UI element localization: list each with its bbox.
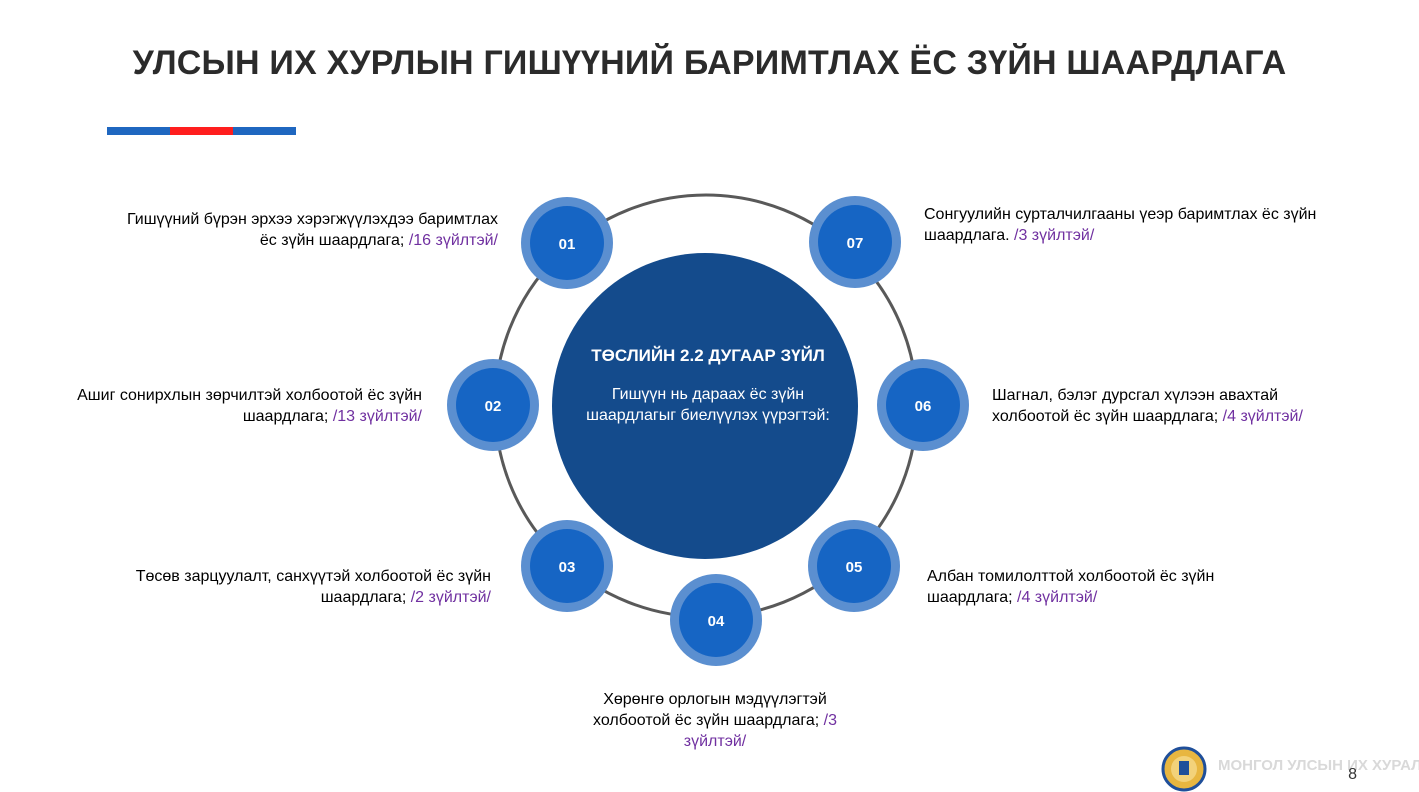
node-number-05: 05 <box>845 559 863 576</box>
slide-title: УЛСЫН ИХ ХУРЛЫН ГИШҮҮНИЙ БАРИМТЛАХ ЁС ЗҮ… <box>132 44 1287 82</box>
bar-segment-red <box>170 127 233 135</box>
center-circle <box>552 253 858 559</box>
law-count-03: /2 зүйлтэй/ <box>410 589 491 606</box>
node-01 <box>521 197 613 289</box>
node-04 <box>670 574 762 666</box>
node-06 <box>877 359 969 451</box>
law-count-04: /3 зүйлтэй/ <box>683 712 837 750</box>
footer-org-name: МОНГОЛ УЛСЫН ИХ ХУРАЛ <box>1218 757 1419 774</box>
title-underline-bar <box>107 127 296 135</box>
center-title: ТӨСЛИЙН 2.2 ДУГААР ЗҮЙЛ <box>591 346 825 365</box>
item-text-04: Хөрөнгө орлогын мэдүүлэгтэй холбоотой ёс… <box>593 691 837 750</box>
item-text-01: Гишүүний бүрэн эрхээ хэрэгжүүлэхдээ бари… <box>127 211 498 249</box>
node-03 <box>521 520 613 612</box>
state-emblem-icon <box>1161 746 1207 792</box>
bar-segment-blue-right <box>233 127 296 135</box>
item-text-02: Ашиг сонирхлын зөрчилтэй холбоотой ёс зү… <box>77 387 422 425</box>
node-number-01: 01 <box>558 236 576 253</box>
node-number-07: 07 <box>846 235 864 252</box>
node-number-06: 06 <box>914 398 932 415</box>
page-number: 8 <box>1348 766 1357 783</box>
law-count-07: /3 зүйлтэй/ <box>1014 227 1095 244</box>
node-number-04: 04 <box>707 613 725 630</box>
law-count-02: /13 зүйлтэй/ <box>332 408 422 425</box>
bar-segment-blue-left <box>107 127 170 135</box>
node-07 <box>809 196 901 288</box>
item-text-06: Шагнал, бэлэг дурсгал хүлээн авахтай хол… <box>992 387 1303 425</box>
center-text-block: ТӨСЛИЙН 2.2 ДУГААР ЗҮЙЛ Гишүүн нь дараах… <box>573 345 843 426</box>
law-count-06: /4 зүйлтэй/ <box>1222 408 1303 425</box>
item-text-05: Албан томилолттой холбоотой ёс зүйн шаар… <box>927 568 1215 606</box>
law-count-05: /4 зүйлтэй/ <box>1017 589 1098 606</box>
item-text-07: Сонгуулийн сурталчилгааны үеэр баримтлах… <box>924 206 1317 244</box>
law-count-01: /16 зүйлтэй/ <box>408 232 498 249</box>
node-05 <box>808 520 900 612</box>
node-number-02: 02 <box>484 398 502 415</box>
node-number-03: 03 <box>558 559 576 576</box>
center-body: Гишүүн нь дараах ёс зүйн шаардлагыг биел… <box>586 386 830 424</box>
node-02 <box>447 359 539 451</box>
item-text-03: Төсөв зарцуулалт, санхүүтэй холбоотой ёс… <box>135 568 491 606</box>
